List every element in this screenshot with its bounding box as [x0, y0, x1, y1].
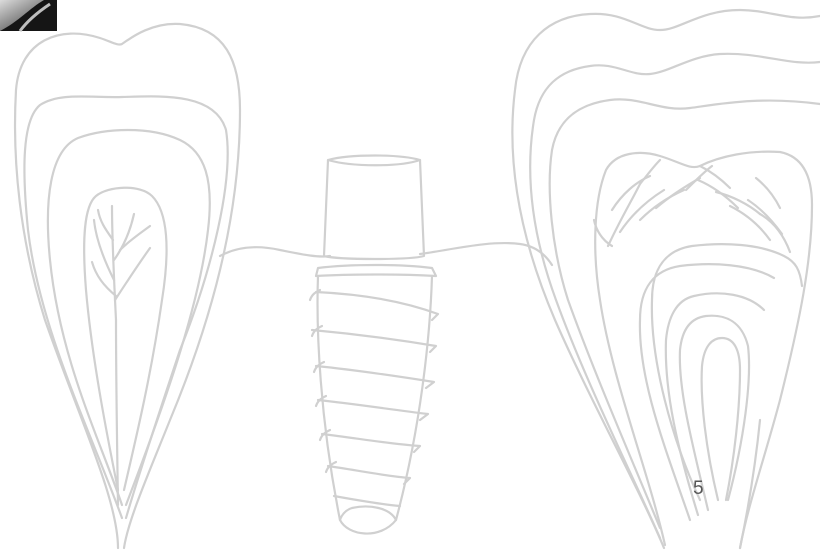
right-tooth-nerve-branches — [594, 160, 790, 252]
implant-abutment — [324, 156, 424, 260]
left-tooth-outer-contour — [15, 24, 240, 548]
left-tooth — [15, 24, 240, 548]
implant-neck — [316, 265, 436, 276]
implant-threads — [310, 290, 438, 506]
page-number: 5 — [693, 478, 704, 500]
left-tooth-nerve-branches — [92, 206, 150, 320]
right-tooth-pulp-inner — [652, 244, 802, 500]
dental-implant — [310, 156, 438, 534]
implant-tip — [340, 507, 396, 534]
implant-body-right — [396, 276, 432, 520]
right-tooth — [512, 10, 820, 548]
right-tooth-enamel-line — [530, 54, 820, 538]
left-tooth-dentin-line — [48, 130, 210, 505]
gum-line — [220, 243, 552, 265]
left-tooth-enamel-line — [24, 96, 227, 518]
photo-thumbnail-icon — [0, 0, 57, 31]
